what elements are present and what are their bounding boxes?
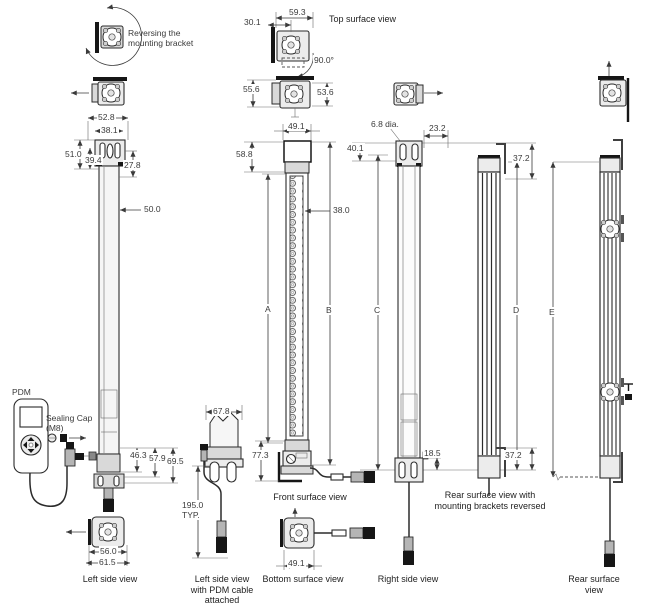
- dim-69-5: 69.5: [166, 456, 185, 467]
- caption-right-side-view: Right side view: [377, 574, 439, 584]
- dim-37-2-bottom: 37.2: [504, 450, 523, 461]
- dim-38-1: 38.1: [100, 125, 119, 136]
- dim-49-1-top: 49.1: [287, 121, 306, 132]
- caption-rear-reversed-view: Rear surface view with mounting brackets…: [434, 490, 546, 511]
- pdm-device-drawing: [13, 398, 89, 507]
- front-surface-view-drawing: [244, 124, 375, 483]
- dim-77-3: 77.3: [251, 450, 270, 461]
- dim-30-1: 30.1: [243, 17, 262, 28]
- reversing-bracket-detail: [85, 4, 142, 66]
- caption-front-surface-view: Front surface view: [273, 492, 347, 502]
- dim-38-0: 38.0: [332, 205, 351, 216]
- dim-span-d: D: [512, 305, 521, 316]
- dim-span-b: B: [325, 305, 333, 316]
- dim-27-8: 27.8: [123, 160, 142, 171]
- reversing-bracket-note: Reversing the mounting bracket: [128, 28, 194, 49]
- dim-57-9: 57.9: [148, 453, 167, 464]
- caption-top-surface-view: Top surface view: [329, 14, 397, 24]
- right-mid-bracket: [393, 82, 443, 106]
- dim-49-1-bottom: 49.1: [287, 558, 306, 569]
- dim-58-8: 58.8: [235, 149, 254, 160]
- caption-left-side-pdm: Left side view with PDM cable attached: [190, 574, 254, 606]
- dim-span-e: E: [548, 307, 556, 318]
- dim-59-3: 59.3: [288, 7, 307, 18]
- left-side-view-drawing: [66, 115, 178, 566]
- dim-55-6: 55.6: [242, 84, 261, 95]
- dim-61-5: 61.5: [98, 557, 117, 568]
- left-mid-bracket: [71, 77, 127, 106]
- dim-6-8-dia: 6.8 dia.: [370, 119, 400, 130]
- pdm-label: PDM: [12, 387, 31, 397]
- dim-46-3: 46.3: [129, 450, 148, 461]
- dim-51-0: 51.0: [64, 149, 83, 160]
- left-side-pdm-detail-drawing: [192, 405, 244, 559]
- dim-40-1: 40.1: [346, 143, 365, 154]
- rear-mid-bracket: [598, 61, 630, 122]
- caption-bottom-surface-view: Bottom surface view: [262, 574, 344, 584]
- caption-left-side-view: Left side view: [82, 574, 138, 584]
- dim-37-2-top: 37.2: [512, 153, 531, 164]
- dim-90-deg: 90.0°: [313, 55, 335, 66]
- dim-39-4: 39.4: [84, 155, 103, 166]
- dim-195-typ: 195.0 TYP.: [181, 500, 205, 521]
- dim-18-5: 18.5: [423, 448, 442, 459]
- top-surface-view-drawing: [268, 12, 314, 79]
- dim-53-6: 53.6: [316, 87, 335, 98]
- dim-23-2: 23.2: [428, 123, 447, 134]
- dim-span-c: C: [373, 305, 382, 316]
- dim-67-8: 67.8: [212, 406, 231, 417]
- bottom-surface-view-drawing: [276, 508, 375, 570]
- caption-rear-surface-view: Rear surface view: [568, 574, 620, 595]
- rear-surface-view-drawing: [550, 139, 633, 567]
- dim-50-0: 50.0: [143, 204, 162, 215]
- rear-reversed-view-drawing: [477, 143, 537, 496]
- dim-56-0: 56.0: [99, 546, 118, 557]
- sealing-cap-label: Sealing Cap (M8): [46, 413, 93, 434]
- screw-icon: [624, 383, 633, 400]
- dim-span-a: A: [264, 304, 272, 315]
- dim-52-8: 52.8: [97, 112, 116, 123]
